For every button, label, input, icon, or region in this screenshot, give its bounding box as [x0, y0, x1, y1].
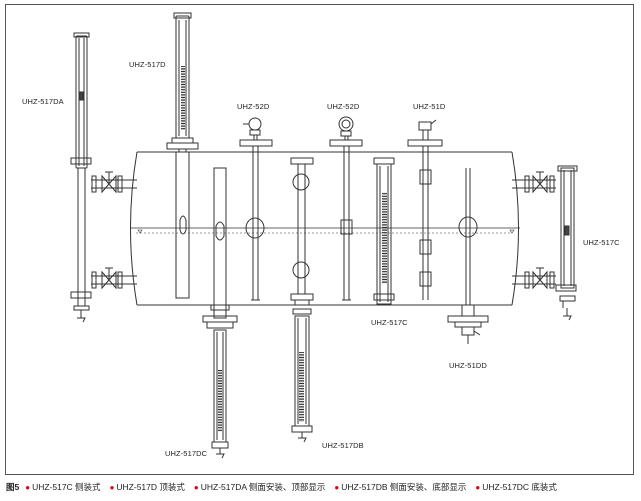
- level-gauge-installation-diagram: [70, 12, 578, 459]
- label-uhz-52d-left: UHZ-52D: [237, 102, 270, 111]
- gauge-517C-center: [373, 157, 395, 305]
- label-uhz-517c-right: UHZ-517C: [583, 238, 620, 247]
- gauge-52D-right: [329, 116, 363, 301]
- bullet-icon: ●: [334, 483, 340, 492]
- label-uhz-517d: UHZ-517D: [129, 60, 166, 69]
- float-rod: [458, 168, 478, 305]
- label-uhz-52d-right: UHZ-52D: [327, 102, 360, 111]
- label-uhz-517dc: UHZ-517DC: [165, 449, 208, 458]
- caption-item: ●UHZ-517DB 侧面安装、底部显示: [334, 482, 467, 492]
- bullet-icon: ●: [193, 483, 199, 492]
- figure-caption: 图5 ●UHZ-517C 侧装式 ●UHZ-517D 顶装式 ●UHZ-517D…: [6, 481, 636, 493]
- caption-item: ●UHZ-517DA 侧面安装、顶部显示: [193, 482, 326, 492]
- gauge-52D-left: [239, 117, 273, 301]
- gauge-51DD: [447, 305, 489, 344]
- bullet-icon: ●: [475, 483, 481, 492]
- label-uhz-51dd: UHZ-51DD: [449, 361, 487, 370]
- gauge-517DA: [70, 32, 137, 323]
- gauge-517DB: [290, 157, 314, 443]
- caption-item: ●UHZ-517C 侧装式: [25, 482, 101, 492]
- gauge-517DC: [202, 167, 238, 459]
- label-uhz-51d: UHZ-51D: [413, 102, 446, 111]
- label-uhz-517db: UHZ-517DB: [322, 441, 364, 450]
- figure-frame: [5, 4, 634, 475]
- gauge-517C-right: [512, 165, 578, 321]
- gauge-51D: [407, 119, 443, 300]
- caption-figure-number: 图5: [6, 482, 20, 492]
- caption-item: ●UHZ-517DC 底装式: [475, 482, 557, 492]
- label-uhz-517c-center: UHZ-517C: [371, 318, 408, 327]
- caption-item: ●UHZ-517D 顶装式: [109, 482, 185, 492]
- bullet-icon: ●: [25, 483, 31, 492]
- liquid-level-line: [130, 227, 520, 234]
- label-uhz-517da: UHZ-517DA: [22, 97, 64, 106]
- bullet-icon: ●: [109, 483, 115, 492]
- gauge-517D: [166, 12, 199, 299]
